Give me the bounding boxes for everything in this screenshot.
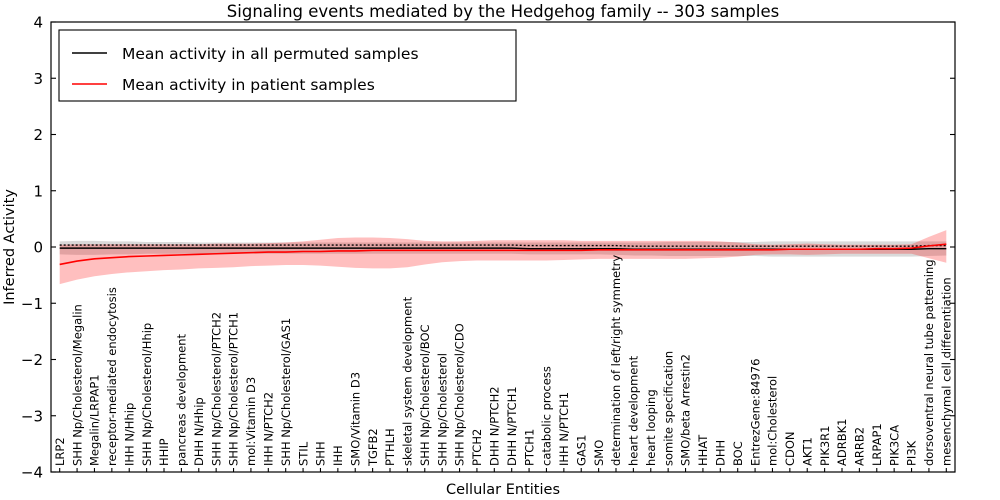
x-tick-label: PTHLH	[383, 428, 397, 466]
y-tick-label: 1	[33, 182, 43, 200]
x-tick-label: heart looping	[644, 389, 658, 466]
x-tick-label: somite specification	[661, 351, 675, 466]
x-tick-label: GAS1	[574, 435, 588, 466]
x-tick-label: mol:Vitamin D3	[244, 377, 258, 466]
chart-legend[interactable]: Mean activity in all permuted samples Me…	[58, 29, 517, 102]
legend-label-permuted: Mean activity in all permuted samples	[122, 45, 419, 63]
x-tick-label: LRPAP1	[870, 423, 884, 466]
x-tick-label: SHH Np/Cholesterol/GAS1	[279, 318, 293, 466]
chart-title: Signaling events mediated by the Hedgeho…	[227, 2, 779, 21]
x-tick-label: AKT1	[800, 437, 814, 466]
x-tick-label: PIK3R1	[818, 426, 832, 467]
x-tick-label: BOC	[731, 441, 745, 466]
x-tick-label: SHH Np/Cholesterol/Hhip	[140, 323, 154, 466]
x-tick-label: SMO	[592, 440, 606, 466]
y-axis-ticks: −4 −3 −2 −1 0 1 2 3 4	[21, 14, 955, 482]
x-tick-label: PTCH1	[522, 429, 536, 466]
x-tick-label: Megalin/LRPAP1	[88, 374, 102, 466]
x-tick-label: catabolic process	[540, 366, 554, 466]
x-tick-label: SHH Np/Cholesterol/CDO	[453, 323, 467, 466]
y-tick-label: 2	[33, 126, 43, 144]
y-tick-label: −4	[21, 464, 43, 482]
x-tick-label: CDON	[783, 431, 797, 466]
x-tick-label: PI3K	[905, 440, 919, 466]
x-tick-label: IHH N/PTCH1	[557, 392, 571, 466]
y-tick-label: −3	[21, 407, 43, 425]
x-axis-ticks	[59, 468, 947, 472]
x-tick-label: SHH Np/Cholesterol/PTCH1	[227, 312, 241, 466]
x-tick-label: DHH N/Hhip	[192, 397, 206, 466]
x-tick-label: IHH N/Hhip	[122, 403, 136, 466]
x-tick-label: SMO/beta Arrestin2	[679, 354, 693, 466]
y-tick-label: 3	[33, 70, 43, 88]
x-tick-label: SHH Np/Cholesterol/PTCH2	[209, 312, 223, 466]
x-tick-label: HHAT	[696, 434, 710, 466]
patient-confidence-band	[59, 230, 947, 285]
x-tick-label: DHH N/PTCH1	[505, 386, 519, 466]
x-tick-label: STIL	[296, 441, 310, 466]
y-tick-label: 4	[33, 14, 43, 32]
x-tick-label: SMO/Vitamin D3	[348, 372, 362, 466]
x-tick-label: receptor-mediated endocytosis	[105, 287, 119, 466]
x-tick-label: ADRBK1	[835, 419, 849, 466]
patient-mean-line	[59, 243, 947, 266]
x-tick-label: PTCH2	[470, 429, 484, 466]
x-tick-label: EntrezGene:84976	[748, 359, 762, 466]
x-tick-label: TGFB2	[366, 428, 380, 467]
x-tick-label: SHH	[314, 441, 328, 466]
x-tick-label: skeletal system development	[401, 296, 415, 466]
x-tick-label: DHH	[714, 440, 728, 466]
y-tick-label: −1	[21, 295, 43, 313]
x-tick-label: ARRB2	[853, 427, 867, 466]
confidence-bands	[59, 230, 947, 285]
x-tick-label: SHH Np/Cholesterol/BOC	[418, 324, 432, 466]
x-tick-label: heart development	[627, 355, 641, 466]
x-tick-label: IHH N/PTCH2	[262, 392, 276, 466]
x-tick-label: SHH Np/Cholesterol	[435, 353, 449, 466]
x-tick-label: HHIP	[157, 438, 171, 466]
y-tick-label: −2	[21, 351, 43, 369]
legend-label-patient: Mean activity in patient samples	[122, 76, 375, 94]
x-tick-label: pancreas development	[175, 333, 189, 466]
legend-box	[58, 29, 517, 102]
x-tick-label: PIK3CA	[887, 425, 901, 466]
y-axis-title: Inferred Activity	[2, 189, 18, 305]
x-tick-label: mol:Cholesterol	[766, 376, 780, 466]
x-tick-label: DHH N/PTCH2	[488, 386, 502, 466]
x-tick-label: dorsoventral neural tube patterning	[922, 259, 936, 466]
x-tick-label: determination of left/right symmetry	[609, 255, 623, 466]
x-tick-label: IHH	[331, 445, 345, 466]
x-tick-label: mesenchymal cell differentiation	[940, 277, 954, 466]
series-lines	[59, 243, 947, 266]
x-tick-label: SHH Np/Cholesterol/Megalin	[70, 304, 84, 466]
x-tick-label: LRP2	[53, 437, 67, 466]
x-axis-title: Cellular Entities	[446, 482, 560, 498]
y-tick-label: 0	[33, 239, 43, 257]
